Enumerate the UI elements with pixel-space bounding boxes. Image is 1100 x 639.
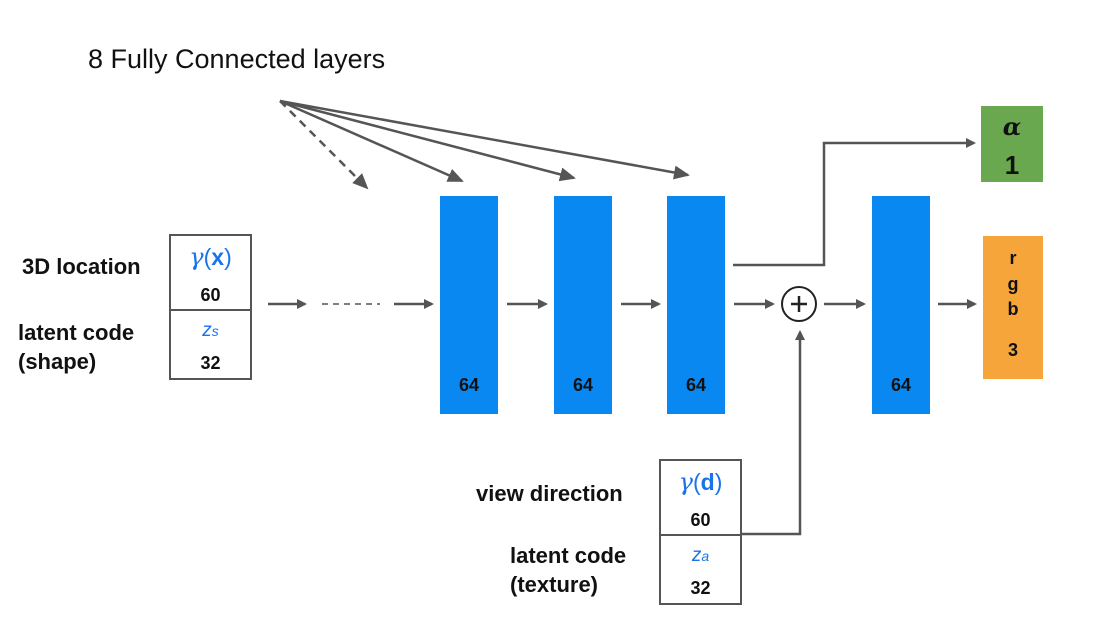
fc-layer-1: 64	[440, 196, 498, 414]
z-a-label: za	[691, 545, 710, 566]
gamma-x-dim: 60	[200, 285, 221, 305]
fc-layer-2-dim: 64	[572, 375, 594, 395]
rgb-output: r g b 3	[983, 236, 1043, 379]
fc-layer-1-dim: 64	[458, 375, 480, 395]
z-a-dim: 32	[690, 578, 711, 598]
view-direction-label: view direction	[476, 481, 623, 506]
box-divider	[171, 309, 250, 311]
fc-layer-2: 64	[554, 196, 612, 414]
rgb-dim: 3	[1007, 340, 1018, 360]
rgb-b: b	[1007, 299, 1019, 319]
arrow-view-to-sum	[742, 330, 805, 536]
input-box-texture: γ(d) 60 za 32	[659, 459, 742, 605]
z-s-dim: 32	[200, 353, 221, 373]
gamma-x-label: γ(x)	[189, 243, 232, 271]
fc-layer-3: 64	[667, 196, 725, 414]
diagram-title: 8 Fully Connected layers	[88, 44, 386, 74]
pipeline-arrows	[268, 138, 977, 536]
location-label: 3D location	[22, 254, 141, 279]
alpha-symbol: α	[1002, 112, 1022, 141]
shape-label-line1: latent code	[18, 320, 135, 345]
arrow-to-alpha	[733, 138, 976, 267]
texture-label-line2: (texture)	[510, 572, 599, 597]
gamma-d-label: γ(d)	[678, 468, 723, 496]
box-divider	[661, 534, 740, 536]
rgb-r: r	[1009, 248, 1017, 268]
fanout-arrow-1	[279, 99, 464, 183]
z-s-label: zs	[202, 320, 219, 341]
texture-label-line1: latent code	[510, 543, 627, 568]
fc-fanout-arrows	[279, 99, 690, 190]
fc-layer-4: 64	[872, 196, 930, 414]
shape-label-line2: (shape)	[18, 349, 97, 374]
fc-layer-4-dim: 64	[890, 375, 912, 395]
fanout-arrow-3	[279, 99, 690, 180]
dashed-arrow-icon	[279, 100, 369, 190]
plus-circle-icon	[781, 286, 817, 322]
alpha-output: α 1	[981, 106, 1043, 182]
gamma-d-dim: 60	[690, 510, 711, 530]
alpha-dim: 1	[1004, 150, 1020, 180]
fc-layer-3-dim: 64	[685, 375, 707, 395]
input-box-shape: γ(x) 60 zs 32	[169, 234, 252, 380]
rgb-g: g	[1007, 274, 1019, 294]
fanout-arrow-2	[279, 99, 576, 182]
